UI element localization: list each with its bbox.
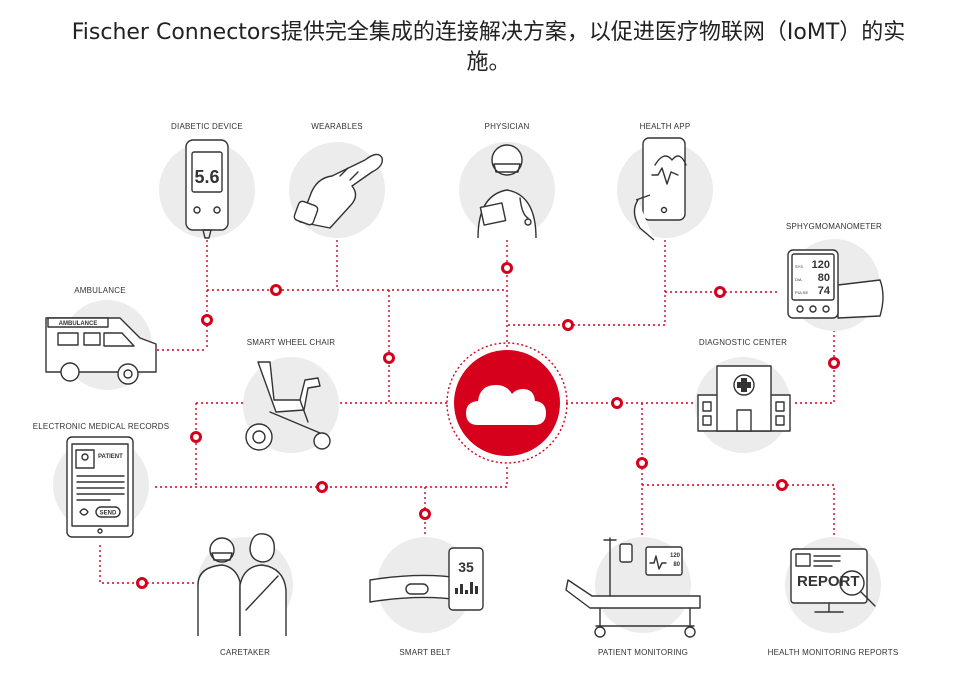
link-sphyg-diag [795,330,835,404]
node-dot [714,286,726,298]
node-dot [190,431,202,443]
report-screen-icon: REPORT [790,548,876,613]
physician-label: PHYSICIAN [485,122,530,131]
node-dot [383,352,395,364]
blood-pressure-monitor-icon: 120 80 74 SYS DIA PULSE [787,249,884,319]
diastolic-value: 80 [818,272,830,284]
wheelchair-icon [245,361,331,451]
node-sphygmomanometer: SPHYGMOMANOMETER 120 80 74 SYS DIA PULSE [786,222,884,331]
node-emr: ELECTRONIC MEDICAL RECORDS PATIENT SEND [33,422,169,538]
node-dot [636,457,648,469]
node-smart-wheel-chair: SMART WHEEL CHAIR [243,338,339,453]
cloud-hub [446,342,568,464]
hospital-bed-monitor-icon: 120 80 [565,537,701,638]
node-dot [776,479,788,491]
doctor-icon [477,144,537,239]
health-reports-label: HEALTH MONITORING REPORTS [768,648,899,657]
smart-belt-label: SMART BELT [399,648,450,657]
diabetic-device-label: DIABETIC DEVICE [171,122,243,131]
node-ambulance: AMBULANCE AMBULANCE [45,286,157,390]
node-dot [501,262,513,274]
node-caretaker: CARETAKER [197,533,293,657]
node-health-reports: HEALTH MONITORING REPORTS REPORT [768,537,899,657]
hospital-icon [697,365,791,432]
sys-tag: SYS [795,264,803,269]
health-app-label: HEALTH APP [640,122,691,131]
ambulance-icon: AMBULANCE [45,317,157,385]
node-dot [828,357,840,369]
caption-line-1: Fischer Connectors提供完全集成的连接解决方案，以促进医疗物联网… [71,20,906,45]
node-dot [270,284,282,296]
cloud-icon [466,385,546,425]
node-diagnostic-center: DIAGNOSTIC CENTER [695,338,791,453]
link-healthapp-drop [507,240,666,326]
wheelchair-label: SMART WHEEL CHAIR [247,338,336,347]
systolic-value: 120 [812,259,830,271]
node-smart-belt: SMART BELT 35 [369,537,484,657]
node-patient-monitoring: PATIENT MONITORING 120 80 [565,537,701,657]
node-dot [316,481,328,493]
monitor-value-2: 80 [673,562,680,568]
belt-reading: 35 [458,559,474,575]
report-text: REPORT [797,573,860,590]
tablet-record-icon: PATIENT SEND [66,436,134,538]
node-wearables: WEARABLES [289,122,385,238]
monitor-value-1: 120 [670,553,681,559]
patient-monitoring-label: PATIENT MONITORING [598,648,688,657]
caption-line-2: 施。 [466,50,511,75]
patient-tag: PATIENT [98,454,123,460]
glucose-meter-icon: 5.6 [185,139,229,239]
network-dots [136,262,840,589]
glucose-reading: 5.6 [194,167,219,187]
node-physician: PHYSICIAN [459,122,555,239]
belt-icon: 35 [369,547,484,611]
wearables-label: WEARABLES [311,122,363,131]
pulse-value: 74 [818,285,831,297]
node-dot [611,397,623,409]
node-dot [419,508,431,520]
node-dot [562,319,574,331]
link-lower-bus [155,465,508,488]
diagnostic-center-label: DIAGNOSTIC CENTER [699,338,787,347]
link-right-bus [642,484,835,535]
smartwatch-hand-icon [293,153,383,229]
ambulance-label: AMBULANCE [74,286,126,295]
node-dot [201,314,213,326]
node-health-app: HEALTH APP [617,122,713,241]
link-caretaker [99,545,195,584]
sphygmomanometer-label: SPHYGMOMANOMETER [786,222,882,231]
diagram-caption: Fischer Connectors提供完全集成的连接解决方案，以促进医疗物联网… [0,18,977,78]
connection-network [99,240,835,584]
caretaker-icon [197,533,287,636]
smartphone-hand-icon [633,137,687,241]
dia-tag: DIA [795,277,802,282]
caretaker-label: CARETAKER [220,648,270,657]
emr-label: ELECTRONIC MEDICAL RECORDS [33,422,169,431]
pulse-tag: PULSE [795,290,808,295]
ambulance-sign: AMBULANCE [59,321,98,327]
send-button-label: SEND [100,511,117,517]
node-dot [136,577,148,589]
node-diabetic-device: DIABETIC DEVICE 5.6 [159,122,255,239]
